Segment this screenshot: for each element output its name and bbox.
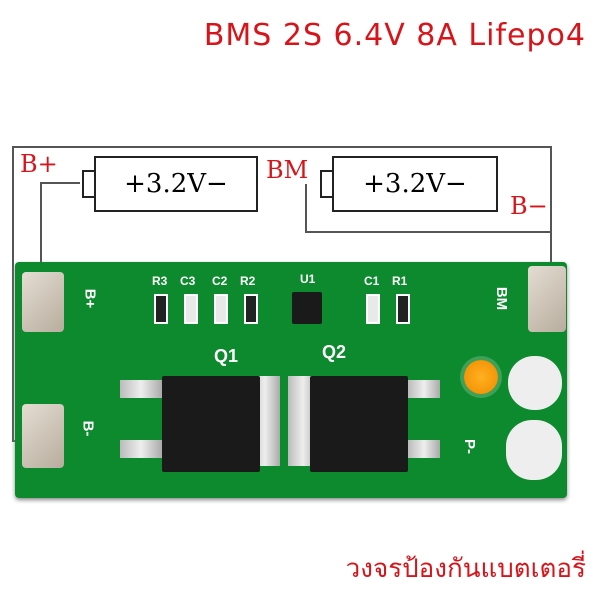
label-c3: C3: [180, 274, 196, 288]
resistor-r2: [244, 294, 258, 324]
wire-bplus: [40, 182, 42, 272]
watermark-logo: [464, 360, 498, 394]
cell-2: +3.2V−: [332, 156, 498, 212]
mosfet-q2-lead: [408, 440, 440, 458]
capacitor-c2: [214, 294, 228, 324]
pad-b-plus: [22, 272, 64, 332]
mosfet-q1-lead: [120, 440, 162, 458]
silk-p-minus: P-: [461, 439, 478, 454]
label-bm: BM: [266, 156, 309, 184]
label-b-minus: B−: [510, 192, 548, 220]
capacitor-c3: [184, 294, 198, 324]
mosfet-q1: [162, 376, 260, 472]
pad-b-minus: [22, 404, 64, 468]
resistor-r1: [396, 294, 410, 324]
mosfet-q1-lead: [120, 380, 162, 398]
label-q1: Q1: [214, 346, 239, 366]
product-title: BMS 2S 6.4V 8A Lifepo4: [203, 18, 586, 53]
silk-b-plus: B+: [81, 288, 99, 309]
wire-bplus-h: [40, 182, 80, 184]
resistor-r3: [154, 294, 168, 324]
mosfet-q2: [310, 376, 408, 472]
silk-b-minus: B-: [79, 420, 97, 437]
pad-p-plus: [508, 356, 562, 410]
pad-bm: [528, 266, 566, 332]
pad-p-minus: [506, 420, 562, 480]
wire-right: [550, 146, 552, 270]
wire-top: [12, 146, 552, 148]
mosfet-q2-lead: [408, 380, 440, 398]
label-b-plus: B+: [20, 150, 58, 178]
label-u1: U1: [300, 272, 316, 286]
label-r3: R3: [152, 274, 168, 288]
label-c2: C2: [212, 274, 228, 288]
wire-bm-v: [305, 184, 307, 232]
capacitor-c1: [366, 294, 380, 324]
cell-1: +3.2V−: [94, 156, 258, 212]
wire-left-outer: [12, 146, 14, 442]
silk-bm: BM: [493, 286, 511, 311]
wire-bm-h: [305, 231, 550, 233]
label-r2: R2: [240, 274, 256, 288]
label-c1: C1: [364, 274, 380, 288]
label-r1: R1: [392, 274, 408, 288]
thai-caption: วงจรป้องกันแบตเตอรี่: [345, 554, 586, 584]
chip-u1: [292, 292, 322, 324]
label-q2: Q2: [322, 342, 347, 362]
